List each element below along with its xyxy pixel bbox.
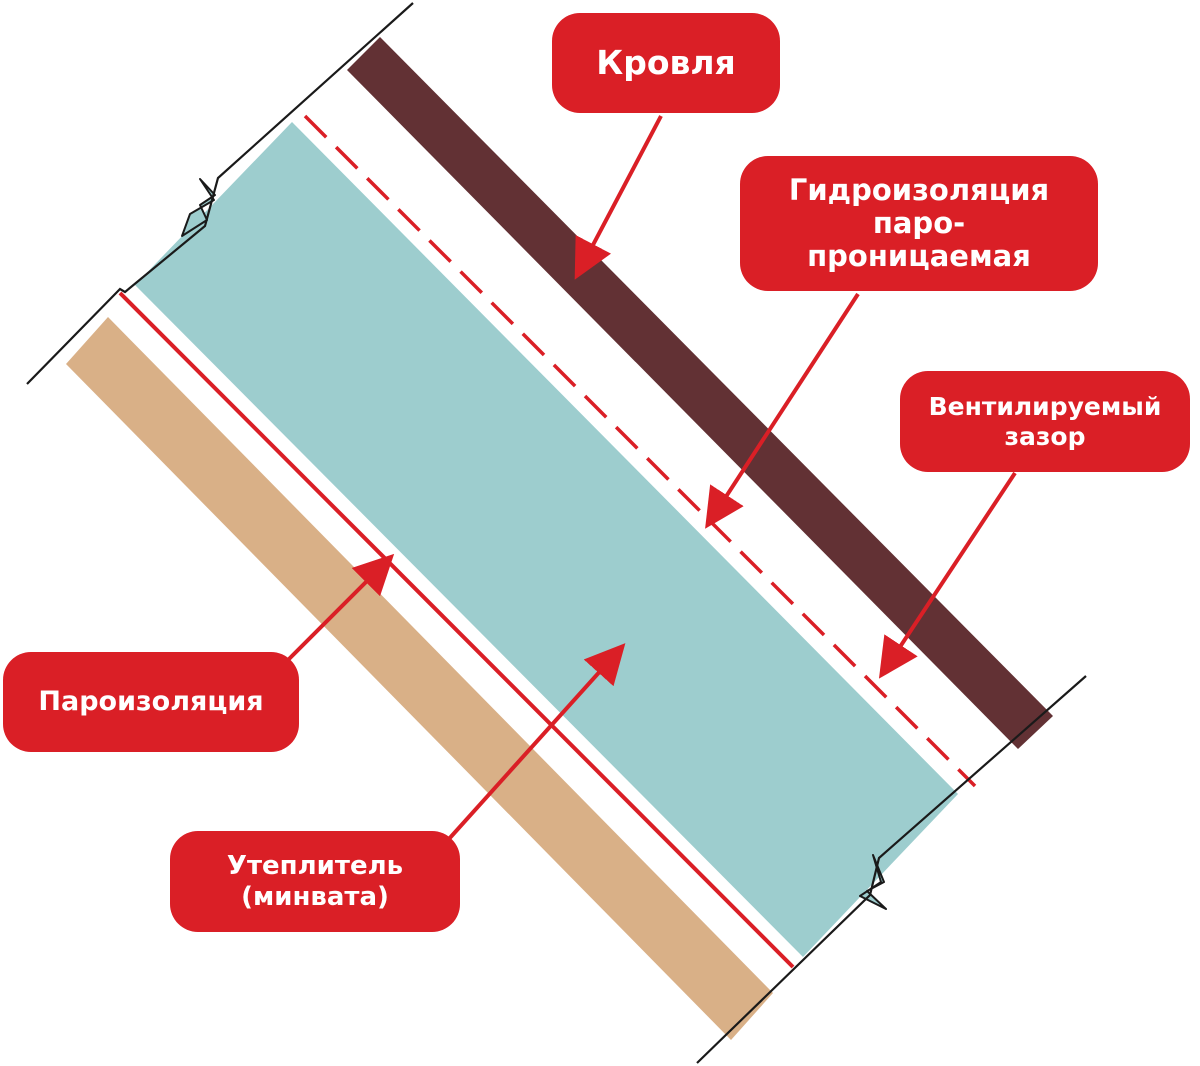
callout-membrane-line-2: паро-: [872, 206, 966, 241]
bottom-break-notch: [859, 854, 887, 910]
interior-board-layer: [66, 317, 773, 1040]
insulation-layer: [135, 122, 958, 957]
insulation-arrow: [446, 643, 626, 842]
callout-membrane-line-3: проницаемая: [807, 238, 1031, 273]
membrane-dashed-line: [303, 114, 977, 788]
lower-right-outline: [696, 675, 1087, 1064]
callout-ventilated-gap: Вентилируемый зазор: [900, 371, 1190, 472]
callout-membrane: Гидроизоляция паро- проницаемая: [740, 156, 1098, 291]
callout-gap-line-1: Вентилируемый: [928, 392, 1162, 421]
upper-left-outline: [26, 2, 414, 385]
roof-arrow: [574, 115, 663, 280]
callout-gap-line-2: зазор: [1004, 421, 1086, 451]
callout-vapor-barrier: Пароизоляция: [3, 652, 299, 752]
vapor-barrier-line: [118, 291, 795, 969]
vapor-barrier-arrow: [286, 553, 395, 662]
roof-covering-layer: [347, 37, 1053, 749]
gap-arrow: [878, 471, 1017, 679]
callout-roof-text: Кровля: [596, 42, 736, 82]
callout-vapor-text: Пароизоляция: [38, 686, 264, 718]
membrane-arrow: [705, 292, 860, 529]
callout-membrane-line-1: Гидроизоляция: [788, 173, 1050, 208]
callout-insulation-line-1: Утеплитель: [226, 850, 404, 881]
callout-roof: Кровля: [552, 13, 780, 113]
callout-insulation: Утеплитель (минвата): [170, 831, 460, 932]
callout-insulation-line-2: (минвата): [241, 881, 389, 912]
